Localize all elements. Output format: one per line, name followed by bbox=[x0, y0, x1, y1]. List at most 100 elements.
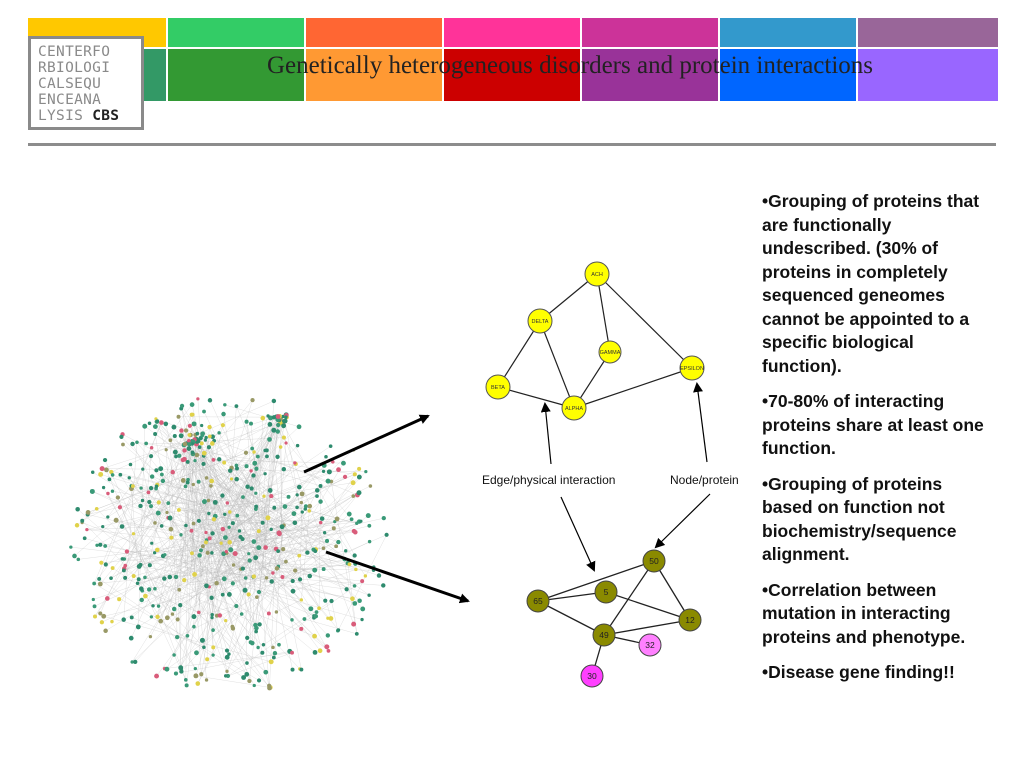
network-node bbox=[155, 510, 161, 516]
network-node bbox=[189, 402, 195, 407]
network-node bbox=[281, 414, 285, 419]
node-label: GAMMA bbox=[600, 350, 621, 356]
zoom-arrows bbox=[303, 414, 470, 604]
network-edge bbox=[297, 507, 357, 524]
node-label: 5 bbox=[604, 587, 609, 597]
network-edge bbox=[247, 520, 283, 638]
network-node bbox=[204, 583, 209, 589]
network-node bbox=[360, 606, 366, 612]
node-label: ALPHA bbox=[565, 406, 583, 412]
network-edge bbox=[318, 485, 321, 609]
network-edge bbox=[139, 566, 273, 587]
network-edge bbox=[238, 562, 263, 653]
network-node bbox=[163, 553, 167, 557]
network-node bbox=[155, 419, 160, 423]
bottom-network-edges bbox=[537, 560, 691, 677]
network-node bbox=[328, 444, 333, 448]
slide-title: Genetically heterogeneous disorders and … bbox=[266, 52, 874, 79]
network-node bbox=[209, 478, 215, 484]
network-node bbox=[252, 683, 256, 688]
protein-node bbox=[638, 633, 662, 657]
network-edge bbox=[223, 425, 284, 567]
network-node bbox=[190, 551, 194, 556]
network-node bbox=[85, 528, 89, 532]
network-edge bbox=[105, 529, 191, 565]
network-node bbox=[291, 511, 297, 517]
network-node bbox=[296, 484, 302, 490]
network-node bbox=[334, 516, 340, 522]
network-node bbox=[255, 595, 259, 599]
network-node bbox=[227, 468, 233, 473]
node-legend-label: Node/protein bbox=[670, 473, 739, 487]
network-edge bbox=[195, 675, 271, 688]
network-edge bbox=[258, 534, 387, 590]
network-node bbox=[139, 486, 143, 490]
network-node bbox=[175, 617, 180, 622]
network-edge bbox=[191, 440, 206, 535]
network-node bbox=[284, 441, 288, 445]
network-node bbox=[240, 566, 245, 571]
network-node bbox=[312, 567, 318, 573]
network-node bbox=[123, 575, 128, 580]
network-node bbox=[98, 542, 103, 547]
network-node bbox=[295, 443, 300, 448]
network-node bbox=[351, 528, 357, 534]
network-edge bbox=[236, 406, 320, 609]
network-node bbox=[266, 611, 271, 616]
network-node bbox=[207, 424, 212, 430]
network-edge bbox=[261, 566, 315, 618]
network-edge bbox=[243, 586, 363, 620]
network-edge bbox=[216, 471, 330, 518]
network-edge bbox=[653, 560, 691, 621]
network-node bbox=[269, 527, 273, 532]
network-node bbox=[144, 441, 149, 446]
network-node bbox=[350, 480, 356, 486]
arrow-to-bottom-edge bbox=[560, 496, 596, 572]
network-node bbox=[347, 562, 352, 567]
network-node bbox=[210, 615, 214, 620]
banner-band bbox=[306, 18, 442, 47]
network-node bbox=[241, 675, 247, 680]
network-node bbox=[121, 568, 126, 573]
network-node bbox=[190, 450, 195, 455]
network-node bbox=[205, 550, 210, 555]
network-node bbox=[207, 536, 212, 541]
network-edge bbox=[263, 496, 266, 570]
network-node bbox=[241, 495, 245, 499]
network-node bbox=[354, 631, 359, 636]
network-node bbox=[197, 553, 202, 558]
banner-band bbox=[582, 49, 718, 101]
network-node bbox=[211, 517, 217, 522]
network-node bbox=[187, 423, 192, 428]
network-node bbox=[271, 645, 275, 650]
network-node bbox=[103, 628, 108, 634]
network-edge bbox=[596, 273, 693, 369]
network-node bbox=[192, 572, 197, 577]
network-node bbox=[92, 614, 98, 619]
network-edge bbox=[138, 535, 283, 628]
network-edge bbox=[185, 435, 190, 680]
network-node bbox=[277, 642, 281, 647]
network-node bbox=[190, 412, 195, 417]
network-edge bbox=[285, 420, 308, 553]
network-edge bbox=[253, 451, 358, 496]
network-node bbox=[224, 550, 228, 554]
network-node bbox=[321, 469, 326, 474]
network-node bbox=[254, 491, 258, 495]
network-node bbox=[169, 535, 174, 540]
network-node bbox=[142, 423, 148, 429]
network-node bbox=[244, 671, 250, 677]
network-node bbox=[156, 500, 161, 505]
network-node bbox=[290, 667, 295, 672]
network-edge bbox=[136, 442, 355, 475]
network-node bbox=[207, 398, 213, 403]
network-edge bbox=[240, 514, 337, 547]
network-node bbox=[275, 417, 281, 423]
network-node bbox=[90, 470, 95, 474]
network-node bbox=[244, 419, 249, 424]
network-edge bbox=[258, 591, 314, 616]
network-edge bbox=[213, 519, 222, 544]
network-node bbox=[267, 422, 273, 427]
network-node bbox=[254, 504, 259, 509]
network-edge bbox=[132, 490, 318, 663]
